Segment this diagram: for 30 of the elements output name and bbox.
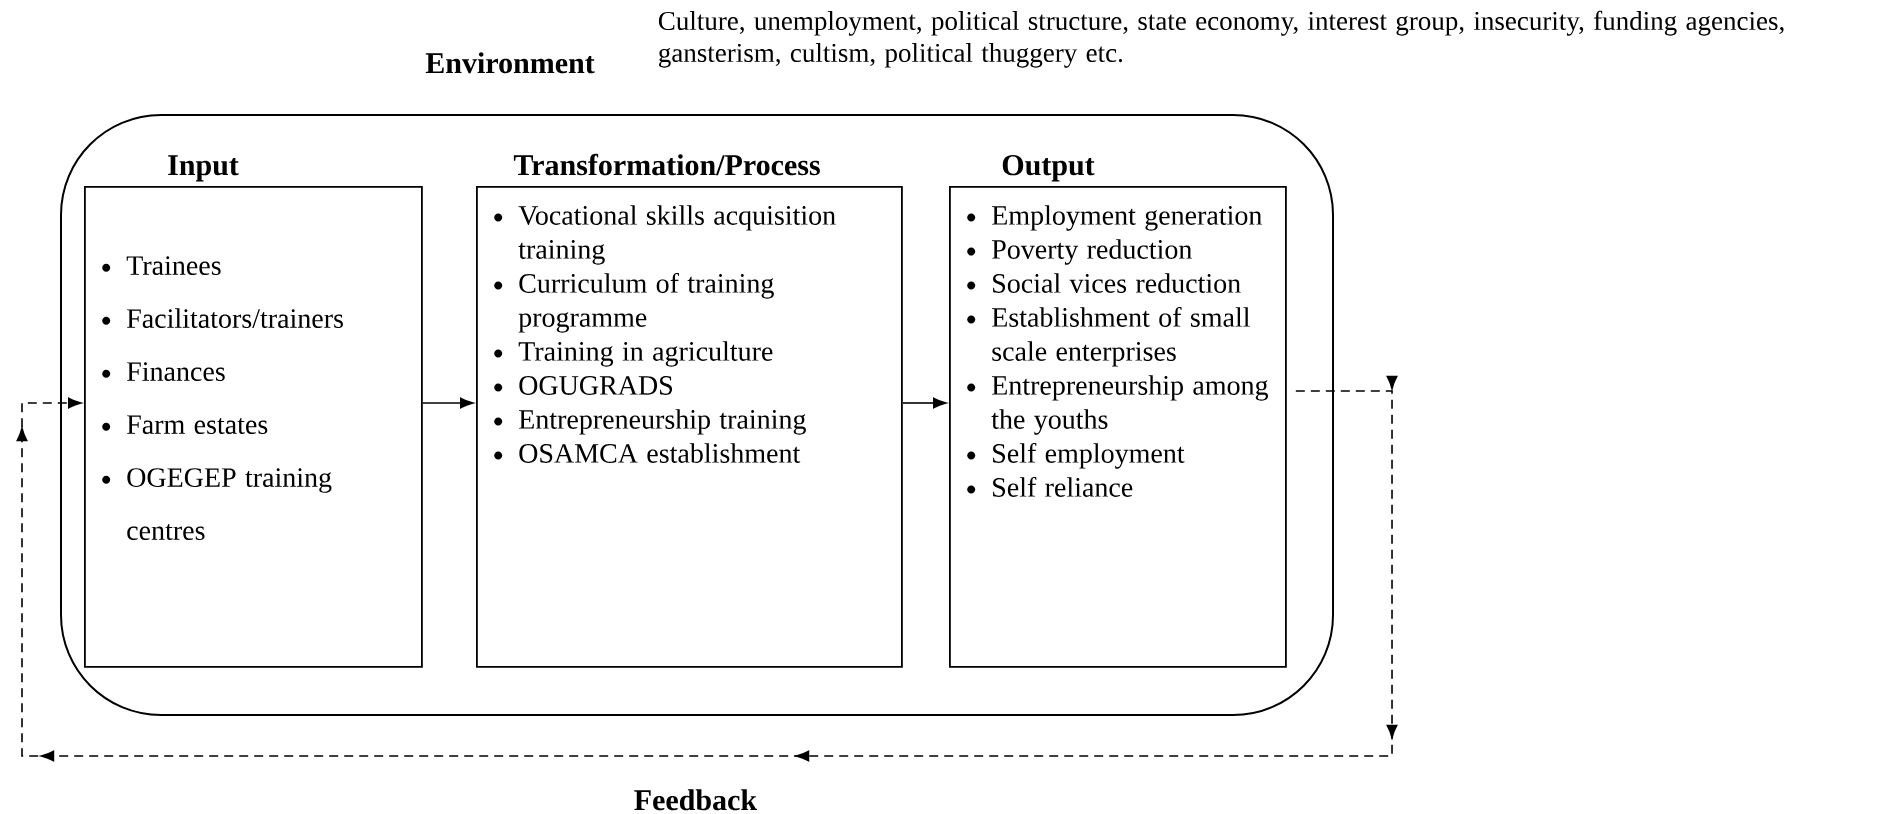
- node-label: Curriculum of training programme: [518, 272, 774, 333]
- node-label: Employment generation: [992, 205, 1262, 231]
- edge-label: Feedback: [625, 780, 766, 814]
- arrow: [902, 397, 947, 409]
- node-label: Self employment: [993, 442, 1185, 469]
- bullet-list: Employment generation Poverty reduction Social vices reduction Establishment of small scale enterprises Entrepreneurship among the youths Self employment Self reliance: [967, 205, 1269, 497]
- node-label: Finances: [127, 362, 225, 381]
- node-label: Trainees: [126, 256, 221, 275]
- node-label: Vocational skills acquisition training: [518, 205, 836, 265]
- heading: Output: [1002, 155, 1095, 182]
- node-label: OGUGRADS: [519, 376, 673, 395]
- node-label: Poverty reduction: [992, 239, 1192, 265]
- node-label: OGEGEP training centres: [127, 468, 332, 540]
- feedback-arrow: [16, 375, 1398, 762]
- heading: Environment: [425, 52, 595, 74]
- node-label: Training in agriculture: [518, 341, 773, 367]
- node-label: Self reliance: [993, 476, 1133, 497]
- node-label: Farm estates: [127, 415, 268, 434]
- node-label: Entrepreneurship training: [519, 409, 806, 435]
- node-label: Social vices reduction: [993, 273, 1241, 293]
- node-label: Entrepreneurship among the youths: [991, 375, 1269, 435]
- heading: Transformation/Process: [513, 153, 820, 176]
- description-text: Culture, unemployment, political structure, state economy, interest group, insecurity, funding agencies, gansterism, cultism, political thuggery etc.: [658, 10, 1784, 68]
- arrow: [422, 397, 474, 409]
- bullet-list: Trainees Facilitators/trainers Finances Farm estates OGEGEP training centres: [102, 256, 343, 540]
- node-label: Facilitators/trainers: [127, 308, 343, 328]
- bullet-list: Vocational skills acquisition training Curriculum of training programme Training in agriculture OGUGRADS Entrepreneurship training OSAMCA establishment: [494, 205, 836, 463]
- node-label: OSAMCA establishment: [519, 443, 801, 463]
- node-label: Establishment of small scale enterprises: [992, 306, 1250, 367]
- heading: Input: [168, 155, 239, 182]
